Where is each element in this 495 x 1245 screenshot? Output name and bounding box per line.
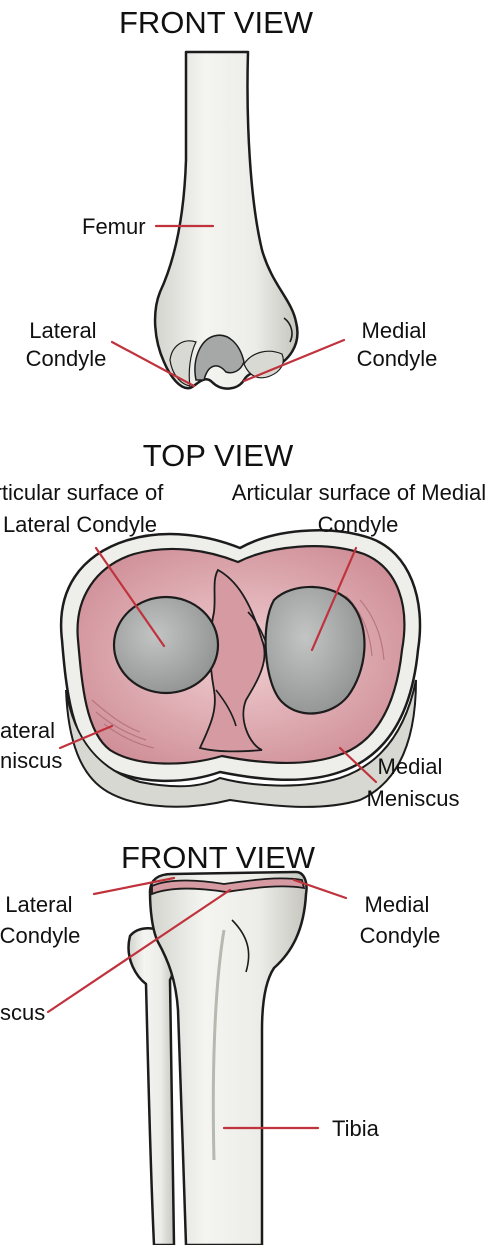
lateral-articular-surface bbox=[114, 597, 218, 693]
top-view-title: TOP VIEW bbox=[143, 438, 294, 473]
fibula-bone bbox=[129, 928, 175, 1245]
femur-medial-condyle-label: Medial Condyle bbox=[357, 318, 438, 371]
femur-panel-title: FRONT VIEW bbox=[119, 5, 314, 40]
tibia-label: Tibia bbox=[332, 1116, 380, 1141]
medial-surface-label: Articular surface of Medial Condyle bbox=[232, 480, 492, 537]
tibia-lateral-condyle-label: Lateral Condyle bbox=[0, 892, 80, 948]
femur-panel: FRONT VIEW Femur Lateral Condyle Medial … bbox=[26, 5, 438, 389]
medial-articular-surface bbox=[266, 587, 365, 714]
top-view-panel: TOP VIEW rticular surface of Lateral Con… bbox=[0, 438, 492, 811]
lateral-meniscus-label: ateral niscus bbox=[0, 718, 62, 773]
tibia-panel-title: FRONT VIEW bbox=[121, 840, 316, 875]
tibia-panel: FRONT VIEW Lateral Condyle Medial Condyl… bbox=[0, 840, 440, 1245]
tibia-meniscus-label: scus bbox=[0, 1000, 45, 1025]
tibia-medial-condyle-label: Medial Condyle bbox=[360, 892, 441, 948]
femur-label: Femur bbox=[82, 214, 146, 239]
lateral-surface-label: rticular surface of Lateral Condyle bbox=[0, 480, 169, 537]
femur-lateral-condyle-label: Lateral Condyle bbox=[26, 318, 107, 371]
